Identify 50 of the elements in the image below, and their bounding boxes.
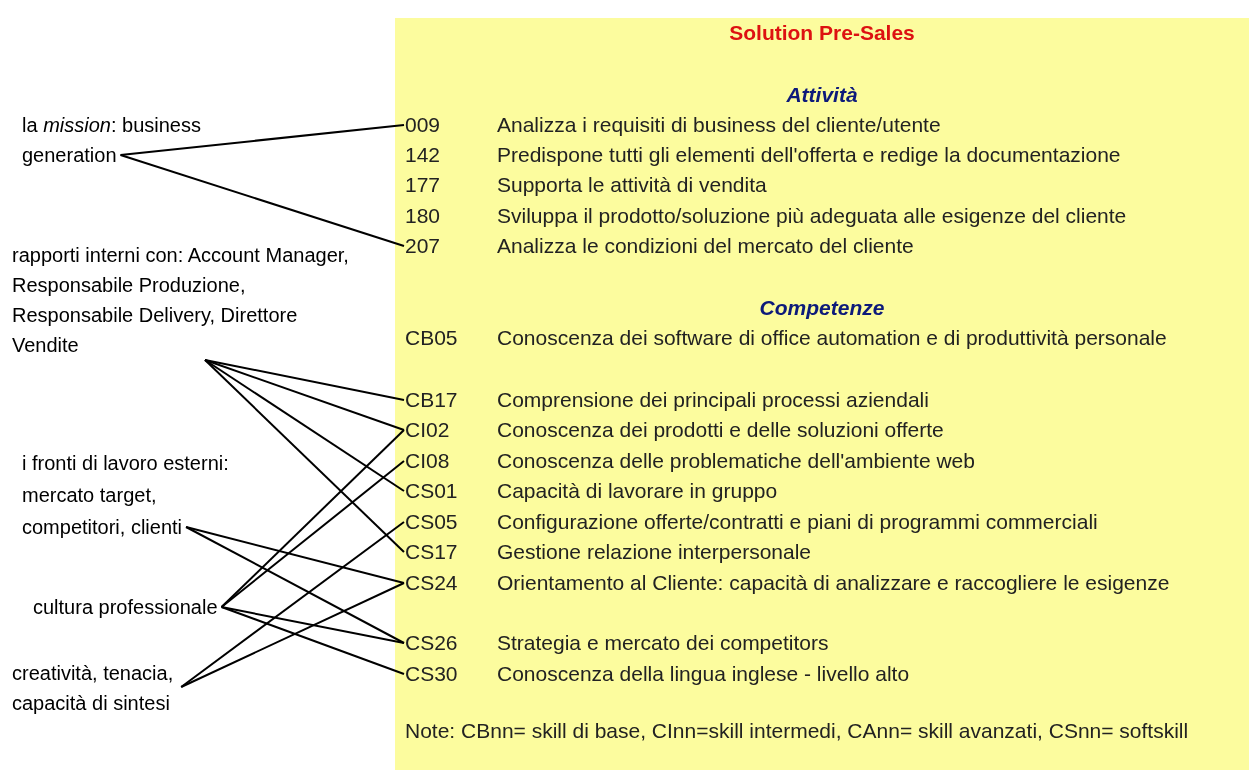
description-text: Comprensione dei principali processi aziendali: [497, 387, 930, 413]
annotation-text: i fronti di lavoro esterni: mercato target, competitori, clienti: [22, 447, 257, 543]
description-text: Supporta le attività di vendita: [497, 172, 768, 198]
skill-code: CS05: [405, 507, 458, 537]
description-text: Gestione relazione interpersonale: [497, 539, 813, 565]
description-text: Analizza i requisiti di business del cliente/utente: [497, 112, 942, 138]
connector-line: [119, 124, 405, 156]
annotation-text: creatività, tenacia, capacità di sintesi: [12, 658, 232, 718]
skill-code: CI08: [405, 446, 450, 476]
skill-code: 180: [405, 201, 441, 231]
section-heading: Attività: [785, 82, 859, 108]
skill-code: CS30: [405, 659, 458, 689]
note-text: Note: CBnn= skill di base, CInn=skill intermedi, CAnn= skill avanzati, CSnn= softskill: [405, 718, 1190, 744]
skill-code: CB05: [405, 323, 458, 353]
role-card: [395, 18, 1249, 770]
description-text: Orientamento al Cliente: capacità di analizzare e raccogliere le esigenze: [497, 570, 1171, 596]
connector-line: [220, 460, 405, 608]
connector-line: [180, 521, 405, 688]
skill-code: CS26: [405, 628, 458, 658]
annotation-text: rapporti interni con: Account Manager, Responsabile Produzione, Responsabile Delivery, Direttore Vendite: [12, 240, 352, 360]
skill-code: CS17: [405, 537, 458, 567]
skill-code: 142: [405, 140, 441, 170]
skill-code: CI02: [405, 415, 450, 445]
section-heading: Competenze: [758, 295, 886, 321]
connector-line: [185, 526, 405, 644]
description-text: Conoscenza delle problematiche dell'ambiente web: [497, 448, 976, 474]
connector-line: [220, 606, 405, 644]
annotation-text: cultura professionale: [33, 592, 293, 622]
connector-line: [180, 582, 405, 688]
description-text: Conoscenza dei prodotti e delle soluzioni offerte: [497, 417, 945, 443]
skill-code: CS01: [405, 476, 458, 506]
description-text: Conoscenza della lingua inglese - livello alto: [497, 661, 911, 687]
description-text: Configurazione offerte/contratti e piani di programmi commerciali: [497, 509, 1099, 535]
skill-code: CB17: [405, 385, 458, 415]
skill-code: CS24: [405, 568, 458, 598]
description-text: Strategia e mercato dei competitors: [497, 630, 830, 656]
description-text: Conoscenza dei software di office automation e di produttività personale: [497, 325, 1168, 351]
title: Solution Pre-Sales: [728, 20, 916, 46]
connector-line: [204, 359, 405, 431]
connector-line: [204, 359, 405, 553]
connector-line: [185, 526, 405, 584]
description-text: Sviluppa il prodotto/soluzione più adeguata alle esigenze del cliente: [497, 203, 1128, 229]
skill-code: 207: [405, 231, 441, 261]
connector-line: [204, 359, 405, 492]
annotation-text: la mission: business generation: [22, 110, 272, 170]
skill-code: 177: [405, 170, 441, 200]
description-text: Predispone tutti gli elementi dell'offerta e redige la documentazione: [497, 142, 1122, 168]
description-text: Capacità di lavorare in gruppo: [497, 478, 779, 504]
description-text: Analizza le condizioni del mercato del cliente: [497, 233, 915, 259]
skill-code: 009: [405, 110, 441, 140]
